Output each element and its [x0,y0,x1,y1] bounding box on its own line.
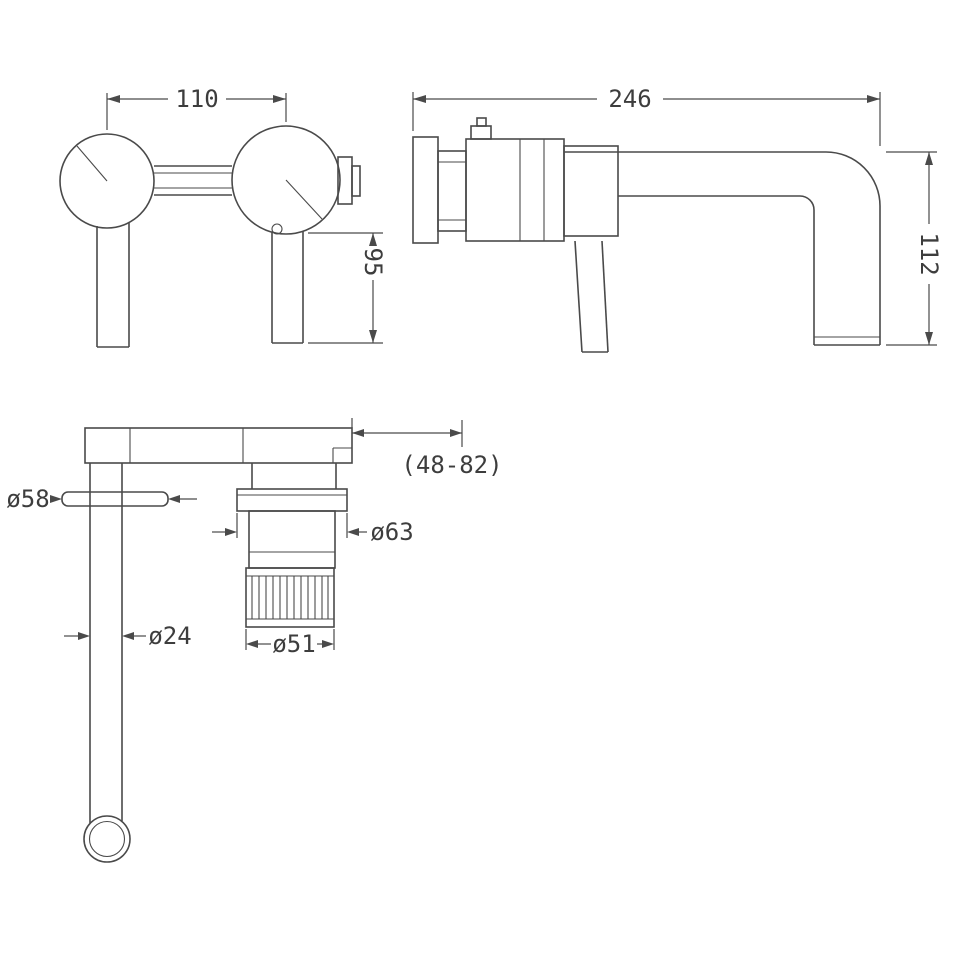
dim-front-center-distance: 110 [106,85,287,130]
right-valve-radius-line [285,179,323,220]
set-screw-tip [476,117,487,127]
arrowhead [369,330,377,343]
dim-246-label: 246 [608,85,651,113]
left-knob-radius-line [76,145,108,182]
dim-escutcheon-diameter: ø63 [212,513,414,546]
knurl-hatching [251,576,329,619]
dim-d51-label: ø51 [272,630,315,658]
arrowhead [322,640,334,648]
dim-95-label: 95 [359,248,387,277]
arrowhead [925,332,933,345]
dim-112-label: 112 [915,232,943,275]
set-screw [470,125,492,140]
front-view: 110 95 [59,85,387,348]
dim-48-82-label: (48-82) [401,451,502,479]
side-handle-pipe [574,240,609,353]
right-valve-body-circle [231,125,341,235]
concealed-body-bar [84,427,353,464]
arrowhead [168,495,180,503]
arrowhead [347,528,359,536]
arrowhead [925,152,933,165]
arrowhead [352,429,364,437]
dim-front-handle-length: 95 [308,232,387,344]
left-down-pipe [96,223,130,348]
wall-flange-disc [61,491,169,507]
wall-plate [412,136,439,244]
knurled-handle [245,567,335,628]
dim-handle-diameter: ø51 [245,629,335,658]
valve-stem [337,156,361,205]
valve-screw-detail-circle [271,223,283,235]
dim-wall-flange-diameter: ø58 [6,485,197,513]
connecting-bar [154,165,232,196]
escutcheon-flange [236,488,348,512]
arrowhead [78,632,90,640]
dim-d63-label: ø63 [370,518,413,546]
detail-view: ø58 ø24 ø63 ø51 [6,418,503,863]
arrowhead [107,95,120,103]
spout-outer-bend [825,151,881,345]
mixer-body [437,117,619,242]
arrowhead [450,429,462,437]
arrowhead [867,95,880,103]
arrowhead [50,495,62,503]
valve-body [248,510,336,569]
arrowhead [225,528,237,536]
tube-end-inner-circle [88,820,126,858]
arrowhead [273,95,286,103]
dim-spout-reach: 246 [412,85,881,146]
dim-d24-label: ø24 [148,622,191,650]
dim-tube-diameter: ø24 [64,622,192,650]
arrowhead [369,233,377,246]
dim-spout-drop: 112 [886,151,943,346]
spout [564,151,881,346]
side-view: 246 112 [412,85,943,353]
arrowhead [122,632,134,640]
arrowhead [246,640,258,648]
spout-inner-bend [799,195,815,345]
spout-tube-down [83,463,131,863]
dim-d58-label: ø58 [6,485,49,513]
valve-stack [236,463,348,628]
tube-end-outer-circle [83,815,131,863]
arrowhead [413,95,426,103]
dim-mounting-depth-range: (48-82) [351,418,503,479]
left-handle-knob-circle [59,133,155,229]
right-down-pipe [271,231,304,344]
dim-110-label: 110 [175,85,218,113]
